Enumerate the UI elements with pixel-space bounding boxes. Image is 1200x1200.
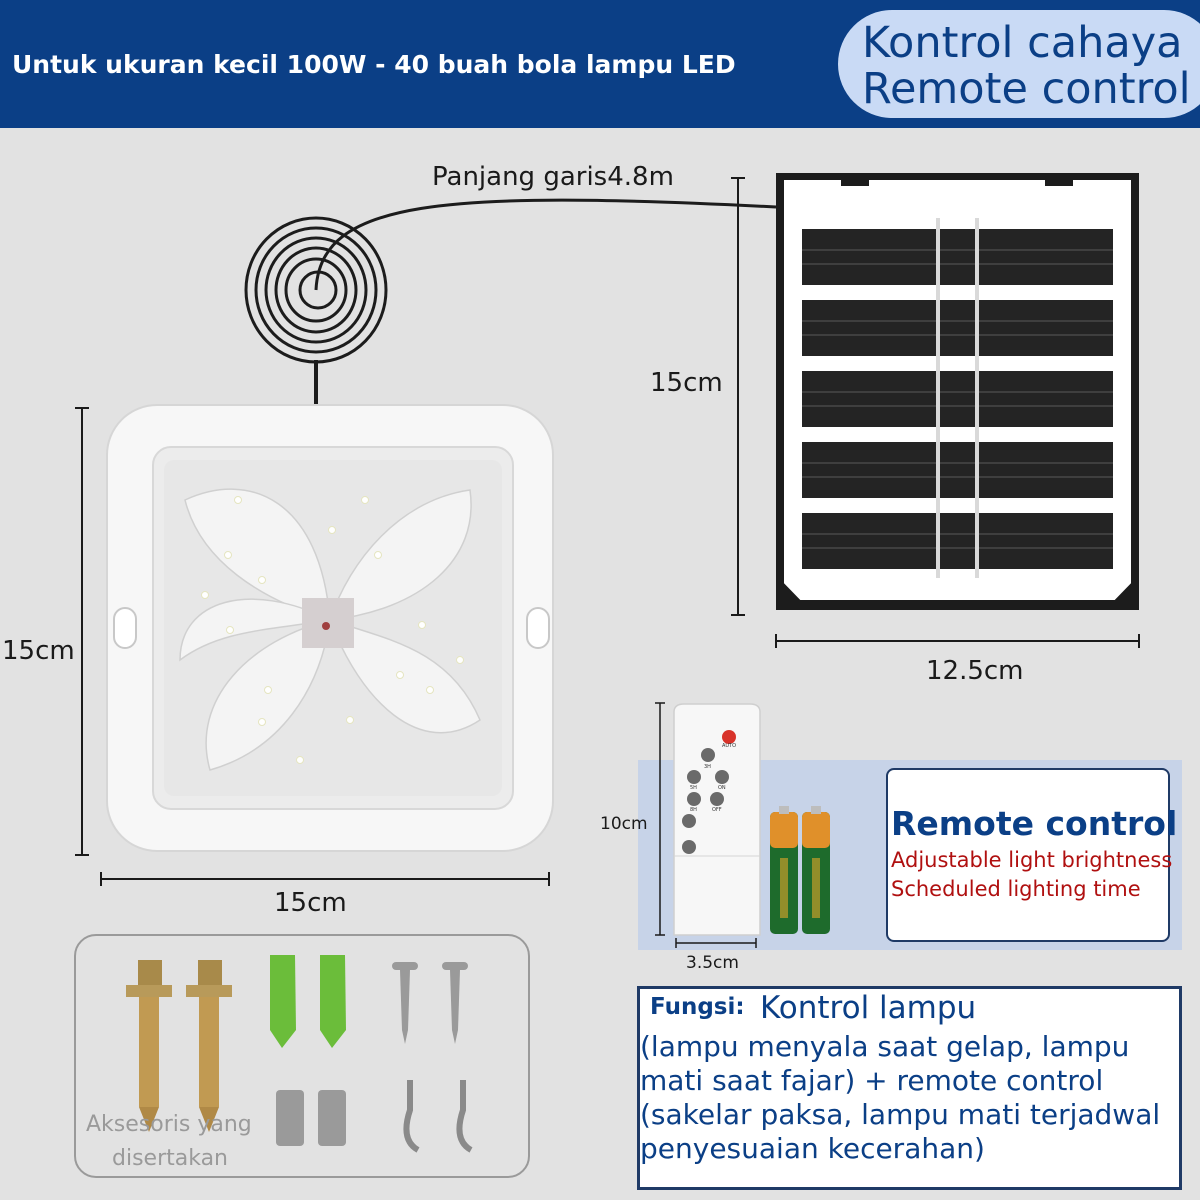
wall-anchors bbox=[270, 955, 346, 1048]
cable-coil bbox=[244, 198, 777, 406]
accessories-box bbox=[74, 934, 530, 1178]
remote-btn-label: 8H bbox=[690, 807, 697, 813]
dimension-lines bbox=[75, 177, 1140, 948]
accessories-label-line1: Aksesoris yang bbox=[86, 1112, 252, 1137]
function-line: (lampu menyala saat gelap, lampu bbox=[640, 1030, 1130, 1063]
header-badge bbox=[838, 10, 1200, 118]
remote-btn-label: OFF bbox=[712, 807, 722, 813]
panel-height-label: 15cm bbox=[650, 368, 723, 398]
remote-btn-label: ON bbox=[718, 785, 726, 791]
cable-length-label: Panjang garis4.8m bbox=[432, 162, 674, 192]
remote-feature-brightness: Adjustable light brightness bbox=[891, 848, 1173, 872]
remote-btn-label: 5H bbox=[690, 785, 697, 791]
solar-panel bbox=[776, 173, 1139, 610]
remote-control-illustration: AUTO 3H 5H ON 8H OFF bbox=[673, 703, 761, 936]
badge-line-1: Kontrol cahaya bbox=[862, 18, 1183, 68]
led-lamp bbox=[106, 404, 554, 852]
function-box bbox=[637, 986, 1182, 1190]
function-title: Kontrol lampu bbox=[760, 990, 977, 1026]
lamp-height-label: 15cm bbox=[2, 636, 75, 666]
remote-btn-label: AUTO bbox=[722, 743, 736, 749]
hooks bbox=[403, 1080, 473, 1153]
solar-cells bbox=[802, 229, 1113, 569]
remote-title: Remote control bbox=[891, 804, 1178, 843]
screws bbox=[276, 962, 468, 1146]
remote-info-card bbox=[886, 768, 1170, 942]
panel-width-label: 12.5cm bbox=[926, 656, 1024, 686]
batteries bbox=[770, 806, 830, 934]
expansion-bolts bbox=[126, 960, 232, 1132]
function-line: penyesuaian kecerahan) bbox=[640, 1132, 985, 1165]
remote-btn-label: 3H bbox=[704, 764, 711, 770]
function-line: mati saat fajar) + remote control bbox=[640, 1064, 1104, 1097]
function-line: (sakelar paksa, lampu mati terjadwal bbox=[640, 1098, 1161, 1131]
accessory-hardware bbox=[126, 955, 473, 1153]
function-label: Fungsi: bbox=[650, 994, 745, 1020]
lamp-width-label: 15cm bbox=[274, 888, 347, 918]
remote-height-label: 10cm bbox=[600, 814, 648, 834]
badge-line-2: Remote control bbox=[862, 64, 1191, 114]
accessories-label-line2: disertakan bbox=[112, 1146, 229, 1171]
remote-width-label: 3.5cm bbox=[686, 953, 739, 973]
remote-feature-schedule: Scheduled lighting time bbox=[891, 877, 1141, 901]
header-title: Untuk ukuran kecil 100W - 40 buah bola l… bbox=[12, 50, 736, 79]
